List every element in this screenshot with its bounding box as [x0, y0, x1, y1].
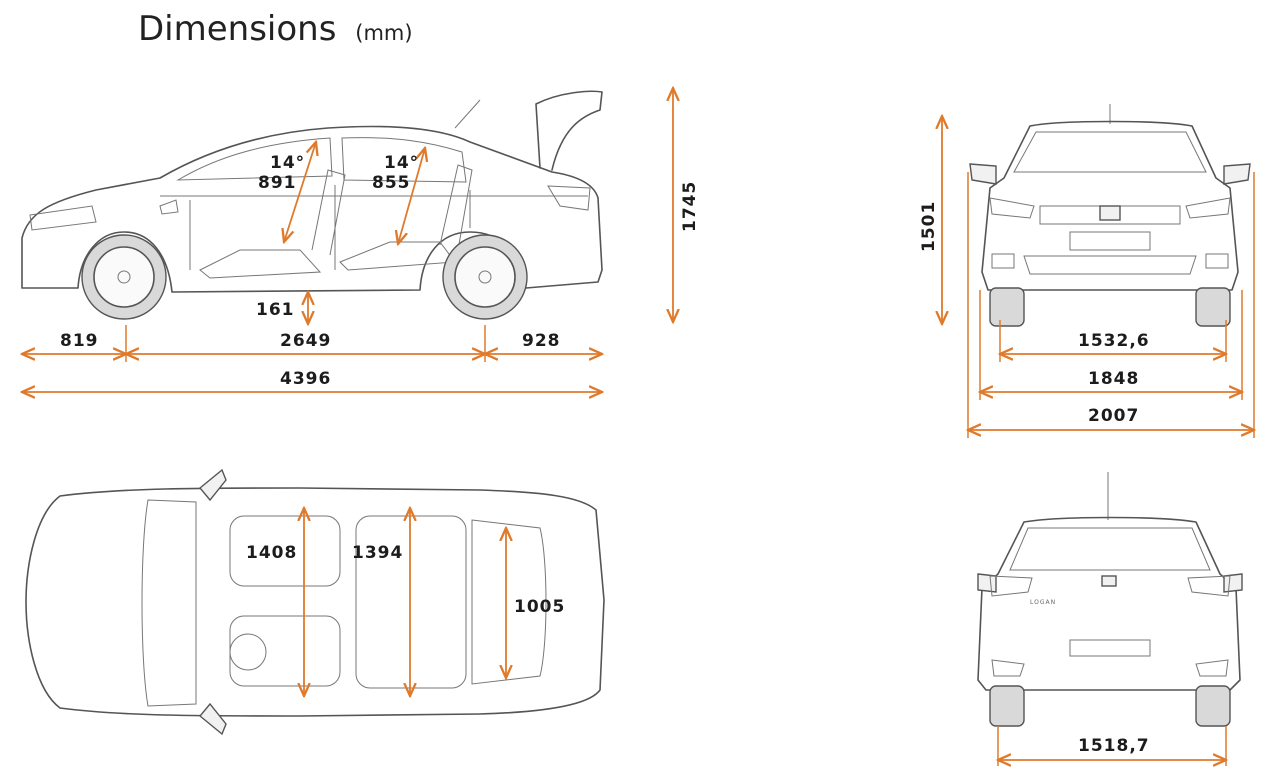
- top-view-dimensions: 1408 1394 1005: [246, 508, 565, 696]
- overall-length-label: 4396: [280, 369, 331, 389]
- width-label: 1848: [1088, 369, 1139, 389]
- rear-track-label: 1518,7: [1078, 736, 1150, 756]
- title-text: Dimensions: [138, 9, 336, 49]
- rear-headroom-arrow: [398, 148, 425, 244]
- rear-seat-angle-label: 14°: [384, 153, 419, 173]
- front-overhang-label: 819: [60, 331, 99, 351]
- top-view-car: [25, 468, 605, 736]
- front-elbow-label: 1408: [246, 543, 297, 563]
- front-view-car: [969, 104, 1251, 327]
- boot-width-label: 1005: [514, 597, 565, 617]
- front-headroom-arrow: [284, 142, 316, 242]
- ground-clearance-label: 161: [256, 300, 295, 320]
- rear-badge: LOGAN: [1030, 599, 1056, 606]
- wheelbase-label: 2649: [280, 331, 331, 351]
- front-track-label: 1532,6: [1078, 331, 1150, 351]
- front-seat-angle-label: 14°: [270, 153, 305, 173]
- rear-view-car: LOGAN: [977, 472, 1243, 727]
- page-title: Dimensions (mm): [138, 9, 413, 49]
- rear-headroom-label: 855: [372, 173, 411, 193]
- front-view-dimensions: 1501 1532,6 1848 2007: [919, 116, 1254, 438]
- overall-height-label: 1745: [680, 181, 700, 232]
- title-unit: (mm): [355, 21, 412, 45]
- front-height-label: 1501: [919, 201, 939, 252]
- width-mirrors-label: 2007: [1088, 406, 1139, 426]
- rear-elbow-label: 1394: [352, 543, 403, 563]
- side-view-dimensions: 819 2649 928 4396 161 1745 14° 891 14° 8…: [22, 88, 700, 392]
- front-headroom-label: 891: [258, 173, 297, 193]
- rear-overhang-label: 928: [522, 331, 561, 351]
- side-view-car: [21, 90, 603, 320]
- rear-view-dimensions: 1518,7: [998, 726, 1226, 766]
